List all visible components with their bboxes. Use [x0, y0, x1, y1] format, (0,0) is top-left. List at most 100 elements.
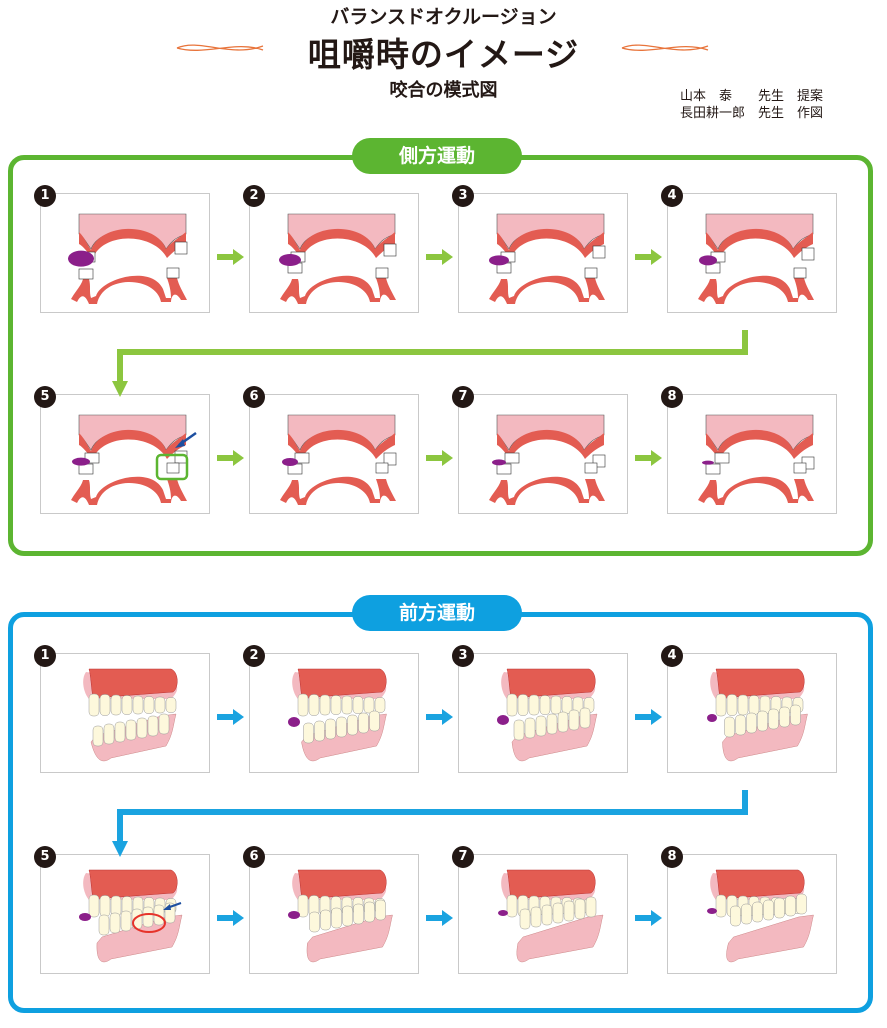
- upper-jaw: [297, 668, 387, 699]
- upper-tooth: [550, 695, 562, 715]
- lower-tooth-right: [166, 462, 180, 474]
- upper-tooth: [330, 695, 342, 715]
- upper-tooth-right: [383, 452, 397, 466]
- lower-gum: [516, 914, 604, 963]
- lower-tooth: [785, 895, 796, 917]
- upper-tooth: [726, 694, 738, 716]
- frontal-step-panel: [458, 653, 628, 773]
- lateral-step-panel: [40, 394, 210, 514]
- lower-tooth: [136, 717, 148, 739]
- lower-tooth: [763, 899, 774, 921]
- step-number-badge: 5: [34, 846, 56, 868]
- lower-tooth: [557, 711, 569, 733]
- frontal-step-panel: [249, 854, 419, 974]
- lateral-illustration: [698, 414, 815, 505]
- upper-tooth: [88, 894, 100, 918]
- food-bolus: [279, 254, 301, 266]
- lower-tooth: [574, 898, 586, 920]
- lower-tooth: [325, 718, 336, 740]
- lower-tooth: [519, 908, 531, 930]
- lower-tooth: [98, 914, 110, 936]
- lower-tooth: [125, 719, 137, 741]
- upper-tooth: [517, 694, 529, 716]
- lower-tooth-right: [793, 462, 807, 474]
- lower-arch: [71, 275, 187, 304]
- step-number-badge: 5: [34, 386, 56, 408]
- page-title: 咀嚼時のイメージ: [307, 35, 580, 74]
- next-step-arrow-icon: [426, 249, 453, 265]
- upper-tooth: [88, 693, 100, 717]
- next-step-arrow-icon: [635, 910, 662, 926]
- lower-tooth: [120, 910, 132, 932]
- upper-tooth: [363, 696, 375, 714]
- upper-tooth: [715, 693, 727, 717]
- next-step-arrow-icon: [217, 249, 244, 265]
- caption: 咬合の模式図: [389, 80, 498, 101]
- lateral-illustration: [489, 213, 606, 304]
- lower-tooth: [541, 904, 553, 926]
- upper-jaw: [88, 668, 178, 699]
- frontal-illustration: [707, 869, 814, 963]
- lower-tooth: [142, 906, 154, 928]
- food-bolus: [492, 459, 506, 466]
- food-bolus: [497, 715, 509, 725]
- step-number-badge: 3: [452, 645, 474, 667]
- frontal-step-panel: [40, 653, 210, 773]
- step-number-badge: 2: [243, 185, 265, 207]
- upper-tooth: [374, 697, 386, 713]
- step-number-badge: 3: [452, 185, 474, 207]
- lower-tooth-right: [166, 267, 180, 279]
- lateral-step-panel: [249, 193, 419, 313]
- lower-tooth: [552, 902, 564, 924]
- lateral-step-panel: [249, 394, 419, 514]
- upper-arch: [288, 429, 395, 459]
- step-number-badge: 7: [452, 846, 474, 868]
- step-number-badge: 6: [243, 386, 265, 408]
- upper-tooth-right: [174, 241, 188, 255]
- lateral-illustration: [71, 414, 197, 505]
- lateral-illustration: [698, 213, 815, 304]
- next-step-arrow-icon: [217, 450, 244, 466]
- lower-tooth: [342, 905, 353, 927]
- lower-tooth: [757, 710, 768, 732]
- food-bolus: [707, 714, 717, 722]
- upper-tooth: [319, 694, 331, 716]
- lower-tooth: [358, 712, 369, 734]
- upper-tooth: [715, 894, 727, 918]
- lower-tooth: [375, 899, 386, 921]
- lateral-step-panel: [458, 394, 628, 514]
- lower-arch: [489, 476, 605, 505]
- next-step-arrow-icon: [635, 249, 662, 265]
- frontal-illustration: [79, 869, 183, 963]
- upper-arch: [79, 429, 186, 459]
- food-bolus: [707, 908, 717, 914]
- upper-jaw: [297, 869, 387, 900]
- lower-tooth: [336, 716, 347, 738]
- lower-tooth: [369, 710, 380, 732]
- lower-tooth-right: [584, 267, 598, 279]
- lower-tooth: [746, 712, 757, 734]
- lower-tooth-right: [375, 267, 389, 279]
- upper-arch: [497, 228, 604, 258]
- step-number-badge: 1: [34, 645, 56, 667]
- frontal-illustration: [497, 668, 598, 762]
- upper-tooth: [352, 696, 364, 714]
- step-number-badge: 2: [243, 645, 265, 667]
- contact-highlight: [155, 453, 189, 481]
- next-step-arrow-icon: [635, 709, 662, 725]
- lower-tooth: [109, 912, 121, 934]
- food-bolus: [288, 717, 300, 727]
- lower-gum: [96, 914, 183, 963]
- frontal-illustration: [707, 668, 808, 762]
- upper-tooth: [539, 695, 551, 715]
- food-bolus: [288, 911, 300, 919]
- lower-arch: [280, 476, 396, 505]
- upper-jaw: [506, 869, 596, 900]
- next-step-arrow-icon: [426, 450, 453, 466]
- lower-tooth: [92, 725, 104, 747]
- lower-tooth: [730, 905, 741, 927]
- lateral-step-panel: [667, 394, 837, 514]
- lateral-step-panel: [40, 193, 210, 313]
- frontal-step-panel: [667, 854, 837, 974]
- food-bolus: [68, 250, 94, 267]
